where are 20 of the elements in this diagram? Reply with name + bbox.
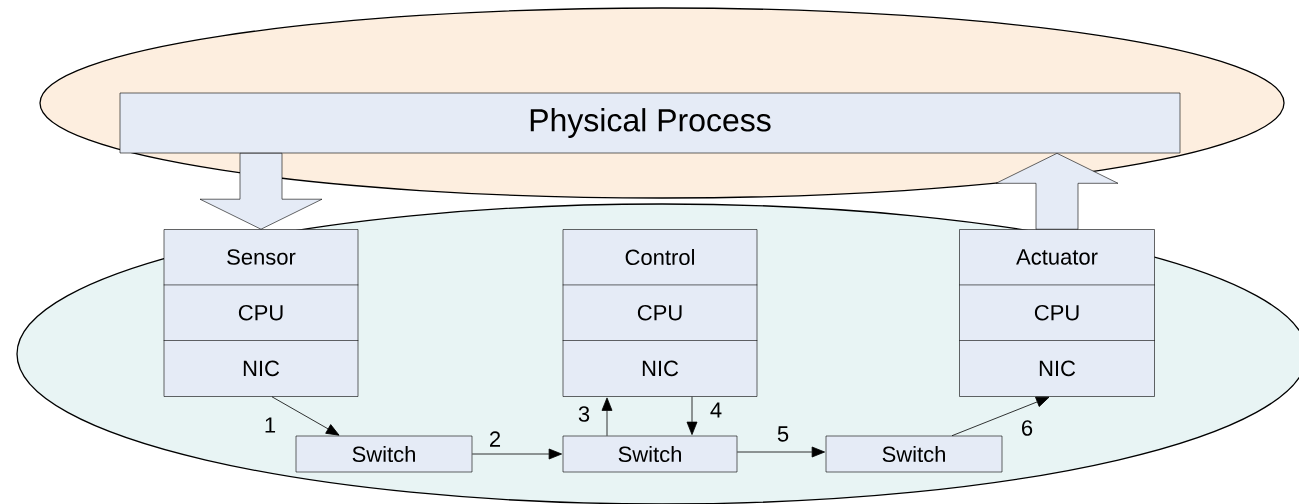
row-label: Sensor	[227, 249, 296, 265]
row-label: NIC	[1039, 360, 1076, 377]
arrow	[601, 397, 613, 437]
row-label: NIC	[642, 360, 679, 377]
block-arrow	[995, 153, 1119, 230]
arrow	[471, 448, 562, 460]
row-label: Actuator	[1016, 249, 1098, 265]
row-label: NIC	[243, 360, 280, 377]
arrow	[736, 446, 825, 458]
switch-box: Switch	[295, 435, 473, 473]
row-label: CPU	[238, 304, 283, 321]
arrow	[951, 396, 1050, 437]
row-label: CPU	[1034, 304, 1079, 321]
row-label: CPU	[637, 304, 682, 321]
block-arrow	[199, 153, 323, 230]
row-label: Control	[625, 248, 694, 266]
arrow	[686, 396, 698, 435]
switch-box: Switch	[825, 435, 1003, 473]
arrow	[271, 396, 340, 436]
switch-box: Switch	[562, 435, 738, 473]
